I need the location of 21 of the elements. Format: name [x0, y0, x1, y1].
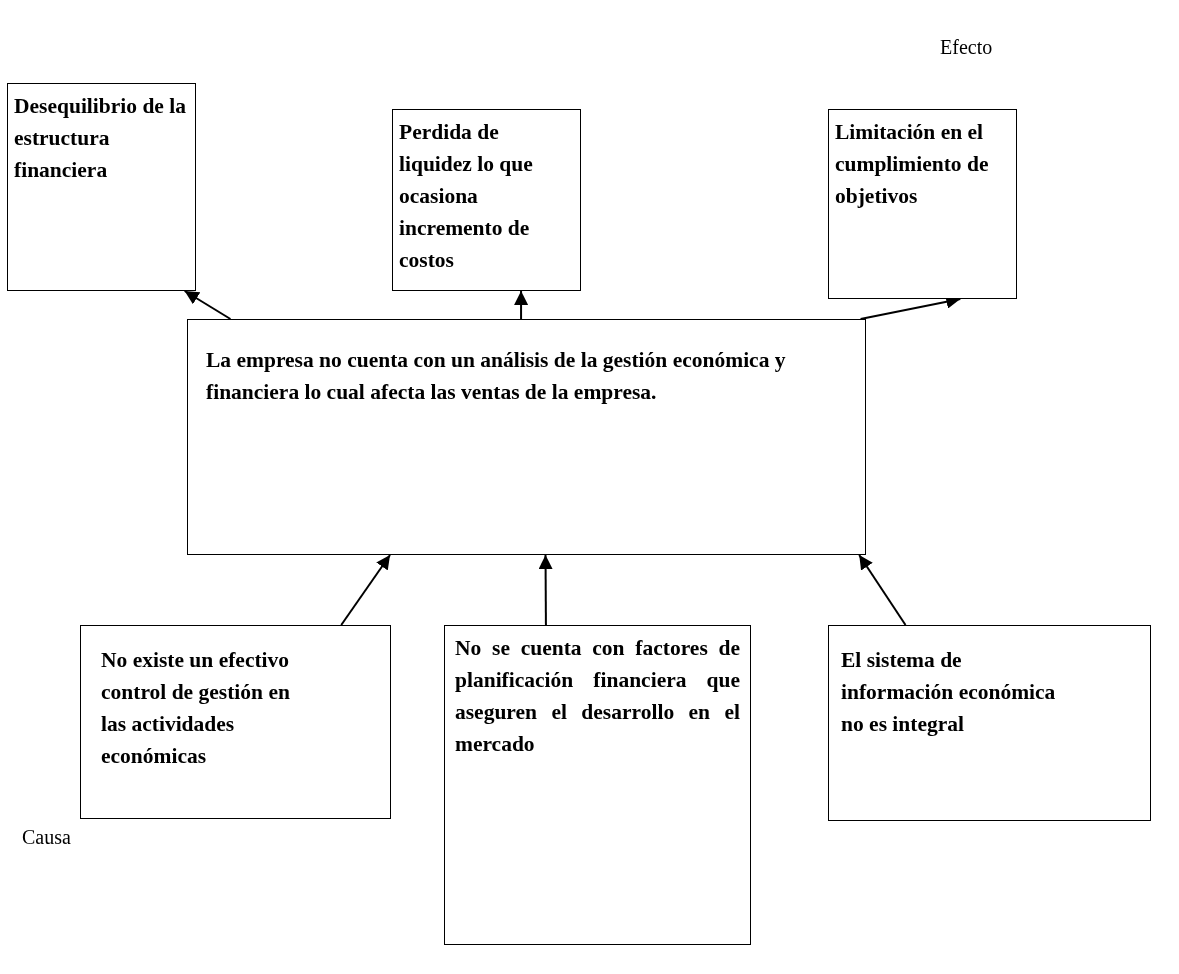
- arrow: [183, 290, 232, 320]
- box-text: Desequilibrio de la estructura financiera: [14, 93, 187, 184]
- text-box: [444, 625, 751, 945]
- arrow: [538, 554, 553, 626]
- box-text: Limitación en el cumplimiento de objetivos: [835, 119, 990, 210]
- box-text: No existe un efectivo control de gestión en las actividades económicas: [101, 647, 290, 770]
- arrow: [514, 290, 529, 320]
- box-text: El sistema de información económica no es integral: [841, 647, 1057, 738]
- text-box: [187, 319, 866, 555]
- text-box: [80, 625, 391, 819]
- section-label: Efecto: [940, 36, 993, 59]
- box-text: Perdida de liquidez lo que ocasiona incremento de costos: [399, 119, 534, 274]
- section-label: Causa: [22, 826, 71, 849]
- text-box: [828, 109, 1017, 299]
- arrow: [340, 554, 391, 626]
- arrow: [858, 554, 907, 626]
- text-box: [392, 109, 581, 291]
- text-box: [828, 625, 1151, 821]
- box-text: La empresa no cuenta con un análisis de la gestión económica y financiera lo cual afecta las ventas de la empresa.: [206, 347, 787, 406]
- text-box: [7, 83, 196, 291]
- box-text: No se cuenta con factores de planificación financiera que aseguren el desarrollo en el mercado: [455, 635, 740, 758]
